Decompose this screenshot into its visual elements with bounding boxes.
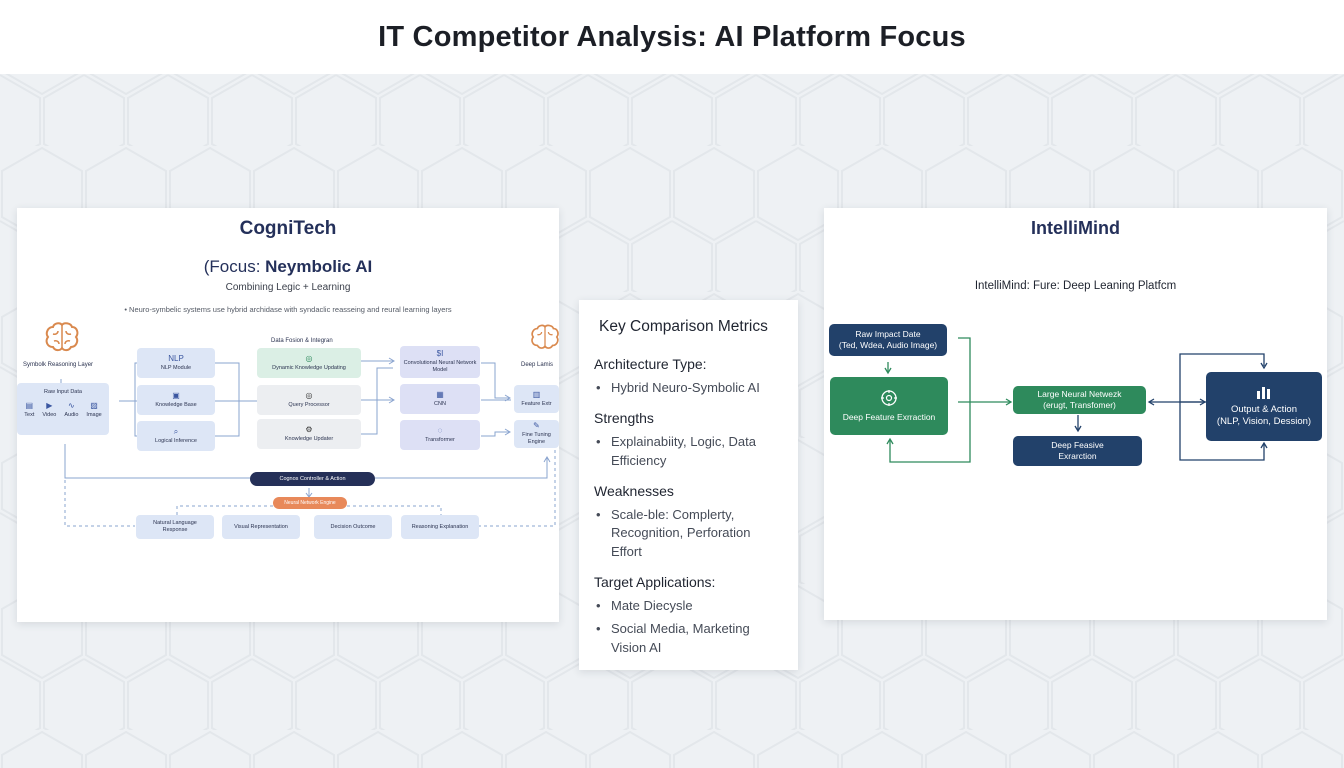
intellimind-title: IntelliMind <box>1031 218 1120 238</box>
image-icon: ▨ <box>90 400 98 410</box>
input-item: Video <box>42 411 57 418</box>
box-label: Knowledge Updater <box>284 435 334 442</box>
box-label: Query Processor <box>288 401 330 408</box>
metric-section-title: Weaknesses <box>594 482 674 499</box>
target-icon: ◎ <box>305 390 313 400</box>
wrench-icon: ✎ <box>533 421 540 431</box>
feature-extr-box: ▥ Feature Extr <box>514 385 559 413</box>
nlp-module-box: NLP NLP Module <box>137 348 215 378</box>
controller-pill: Cognos Controller & Action <box>250 472 375 486</box>
metric-section-strengths: Strengths Explainabiity, Logic, Data Eff… <box>594 410 783 471</box>
output-action-line1: Output & Action <box>1230 403 1297 415</box>
output-box-1: Natural Language Response <box>136 515 214 539</box>
deep-feasive-line1: Deep Feasive <box>1051 439 1104 450</box>
box-label: Knowledge Base <box>155 401 197 408</box>
metric-section-weaknesses: Weaknesses Scale-ble: Complerty, Recogni… <box>594 483 783 563</box>
fine-tuning-box: ✎ Fine Tuning Engine <box>514 420 559 448</box>
input-item: Image <box>86 411 102 418</box>
box-label: Transformer <box>425 436 455 443</box>
box-label: Fine Tuning Engine <box>522 432 551 445</box>
output-action-line2: (NLP, Vision, Dession) <box>1216 416 1312 427</box>
raw-input-label: Raw Input Data <box>44 389 82 395</box>
brain-gear-icon <box>881 389 897 406</box>
knowledge-base-box: ▣ Knowledge Base <box>137 385 215 415</box>
metric-section-title: Strengths <box>594 409 654 426</box>
cognitech-panel: CogniTech (Focus: Neymbolic AI Combining… <box>17 208 559 622</box>
page-title: IT Competitor Analysis: AI Platform Focu… <box>378 20 966 53</box>
focus-bold: Neymbolic AI <box>265 257 373 276</box>
raw-impact-box: Raw Impact Date (Ted, Wdea, Audio Image) <box>829 324 947 356</box>
metric-section-architecture: Architecture Type: Hybrid Neuro-Symbolic… <box>594 356 783 398</box>
audio-icon: ∿ <box>68 400 75 410</box>
network-icon: $I <box>436 349 444 359</box>
metric-item: Social Media, Marketing Vision AI <box>594 620 783 658</box>
large-network-box: Large Neural Netwezk (erugt, Transfomer) <box>1013 386 1146 414</box>
data-fusion-header: Data Fosion & Integran <box>271 338 333 344</box>
cognitech-connectors <box>57 357 556 527</box>
cnn-model-box: $I Convolutional Neural Network Model <box>400 346 480 378</box>
intellimind-subtitle: IntelliMind: Fure: Deep Leaning Platfcm <box>974 280 1177 292</box>
symbolic-layer-label: Symbolk Reasoning Layer <box>23 362 94 368</box>
chip-icon: ▦ <box>436 389 444 399</box>
text-icon: ▤ <box>25 400 34 410</box>
focus-prefix: (Focus: <box>203 257 266 276</box>
deep-feasive-box: Deep Feasive Exrarction <box>1013 436 1142 466</box>
box-label: Feature Extr <box>521 400 552 407</box>
video-icon: ▶ <box>46 400 53 410</box>
dynamic-knowledge-box: ◎ Dynamic Knowledge Updating <box>257 348 361 378</box>
nlp-icon: NLP <box>168 353 184 363</box>
bar-chart-icon <box>1257 386 1270 399</box>
output-action-box: Output & Action (NLP, Vision, Dession) <box>1206 372 1322 441</box>
input-item: Audio <box>64 411 79 418</box>
query-processor-box: ◎ Query Processor <box>257 385 361 415</box>
metric-section-title: Target Applications: <box>594 574 716 591</box>
box-label: NLP Module <box>160 364 192 371</box>
input-item: Text <box>24 411 35 418</box>
cognitech-focus: (Focus: Neymbolic AI <box>17 257 559 277</box>
metric-item: Scale-ble: Complerty, Recognition, Perfo… <box>594 506 783 563</box>
intellimind-connectors <box>884 337 1268 463</box>
large-network-line2: (erugt, Transfomer) <box>1043 400 1116 410</box>
deep-layer-label: Deep Lamis <box>521 362 554 368</box>
search-icon: ⌕ <box>173 426 179 436</box>
metric-item: Explainabiity, Logic, Data Efficiency <box>594 433 783 471</box>
output-box-4: Reasoning Explanation <box>401 515 479 539</box>
gear-icon: ⚙ <box>305 424 313 434</box>
cognitech-subtitle: Combining Legic + Learning <box>225 282 351 293</box>
deep-feasive-line2: Exrarction <box>1058 451 1097 461</box>
cnn-box: ▦ CNN <box>400 384 480 414</box>
knowledge-updater-box: ⚙ Knowledge Updater <box>257 419 361 449</box>
metric-item: Mate Diecysle <box>594 597 783 616</box>
intellimind-panel: IntelliMind IntelliMind: Fure: Deep Lean… <box>824 208 1327 620</box>
brain-icon-right <box>531 324 559 349</box>
book-icon: ▣ <box>172 390 180 400</box>
neural-engine-pill: Neural Network Engine <box>273 497 347 509</box>
title-bar: IT Competitor Analysis: AI Platform Focu… <box>0 0 1344 74</box>
metrics-heading: Key Comparison Metrics <box>599 318 768 335</box>
output-box-3: Decision Outcome <box>314 515 392 539</box>
brain-icon-left <box>45 322 79 352</box>
cognitech-title: CogniTech <box>239 218 337 239</box>
metric-item: Hybrid Neuro-Symbolic AI <box>594 379 783 398</box>
metric-section-applications: Target Applications: Mate Diecysle Socia… <box>594 574 783 658</box>
chart-icon: ▥ <box>532 389 541 399</box>
box-label: Logical Inference <box>155 437 197 444</box>
refresh-icon: ◎ <box>305 353 313 363</box>
transformer-box: ◌ Transformer <box>400 420 480 450</box>
metrics-panel: Key Comparison Metrics Architecture Type… <box>579 300 798 670</box>
bulb-icon: ◌ <box>437 425 443 435</box>
raw-impact-line1: Raw Impact Date <box>855 328 921 339</box>
deep-feature-box: Deep Feature Exrraction <box>830 377 948 435</box>
cognitech-description: • Neuro-symbelic systems use hybrid arch… <box>124 305 452 314</box>
box-label: CNN <box>434 400 446 407</box>
large-network-line1: Large Neural Netwezk <box>1037 388 1122 399</box>
output-box-2: Visual Representation <box>222 515 300 539</box>
metric-section-title: Architecture Type: <box>594 356 707 372</box>
raw-impact-line2: (Ted, Wdea, Audio Image) <box>838 340 938 350</box>
deep-feature-label: Deep Feature Exrraction <box>842 411 936 422</box>
logical-inference-box: ⌕ Logical Inference <box>137 421 215 451</box>
raw-input-box: Raw Input Data ▤Text ▶Video ∿Audio ▨Imag… <box>17 383 109 435</box>
box-label: Convolutional Neural Network Model <box>403 360 477 373</box>
box-label: Dynamic Knowledge Updating <box>272 364 346 371</box>
